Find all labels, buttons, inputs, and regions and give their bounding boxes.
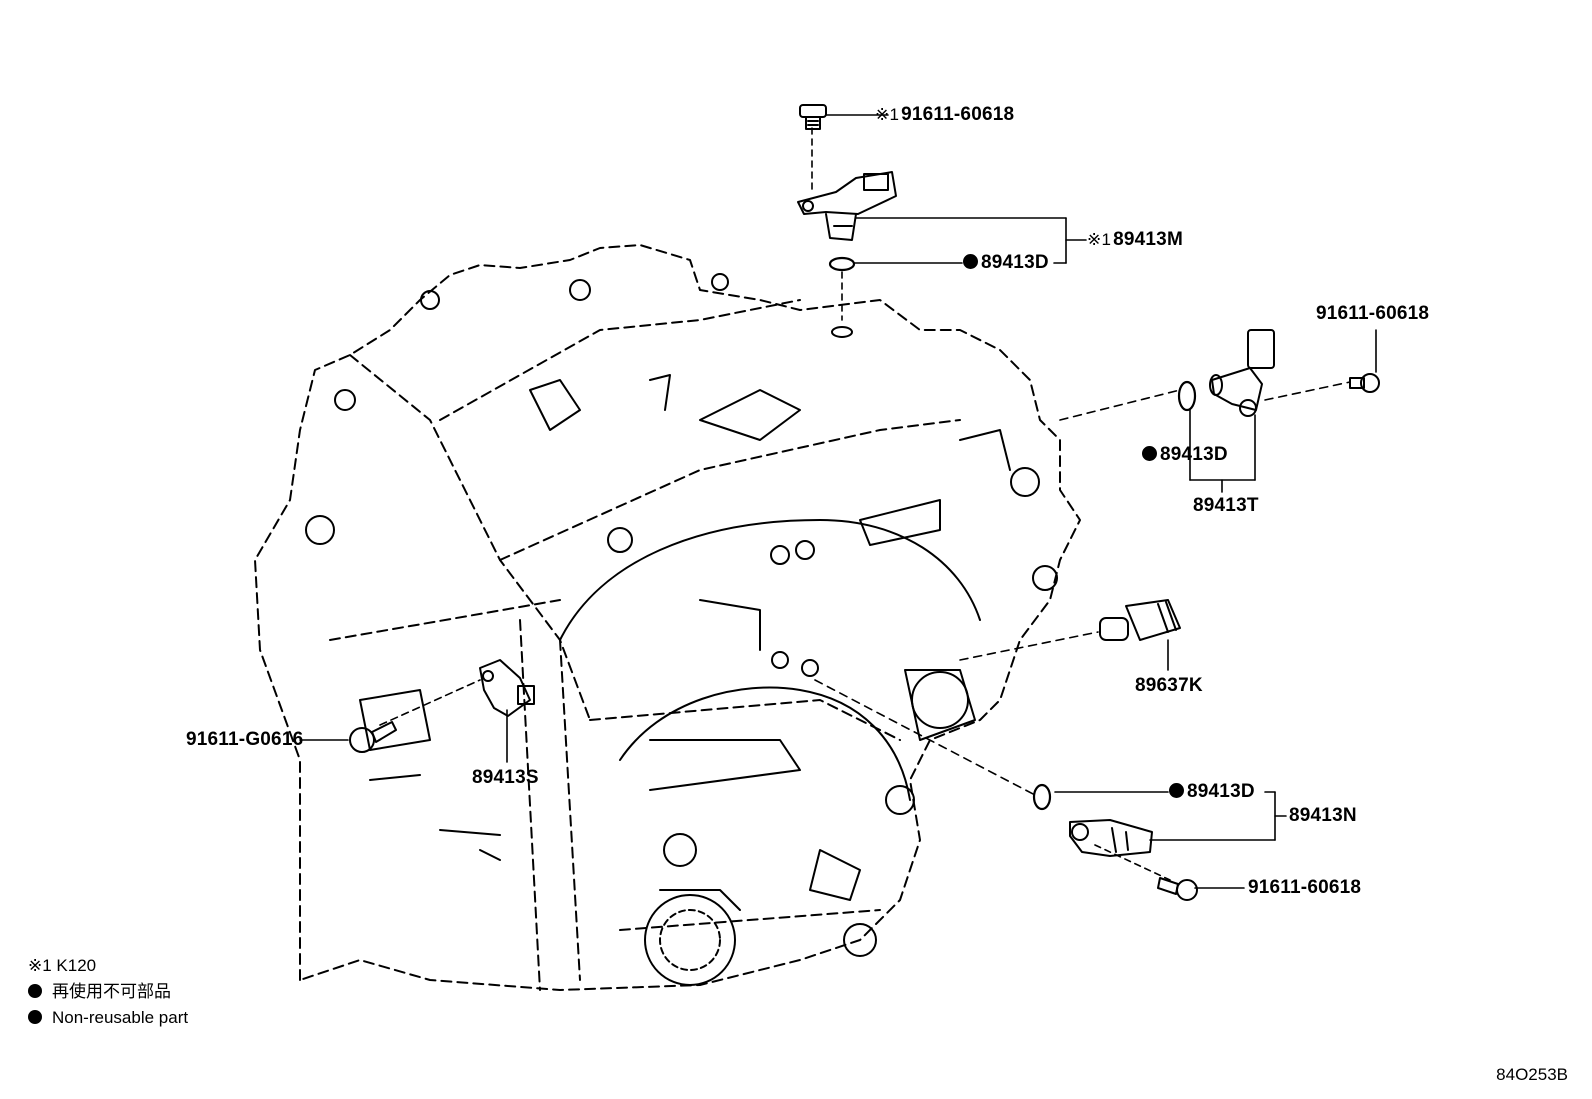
bolt-left [349,721,397,753]
legend-non-reusable-jp: 再使用不可部品 [28,982,171,1002]
sensor-89637K [1099,599,1181,641]
o-ring-lower [1032,783,1052,811]
part-number: 89637K [1135,675,1203,696]
leader-lines [299,114,1377,889]
part-number: 89413S [472,767,539,788]
legend-jp-text: 再使用不可部品 [52,982,171,1001]
transmission-housing [254,244,1081,991]
callout-bolt-lower: 91611-60618 [1248,877,1361,899]
callout-bolt-right: 91611-60618 [1316,303,1429,325]
sensor-89413S [479,659,535,717]
part-number: 91611-60618 [1316,303,1430,324]
part-number: 89413T [1193,495,1259,516]
callout-sensor-89637K: 89637K [1135,675,1203,697]
housing-details [305,273,1058,986]
legend-note-k120: ※1 K120 [28,956,96,976]
note-mark: ※1 [1087,230,1112,249]
part-number: 91611-60618 [1248,877,1362,898]
bolt-top [799,104,827,130]
sensor-89413M [797,171,897,241]
legend-en-text: Non-reusable part [52,1008,189,1027]
callout-sensor-89413T: 89413T [1193,495,1259,517]
diagram-code: 84O253B [1496,1065,1568,1084]
sensor-89413N [1069,819,1153,857]
o-ring-top [828,256,856,272]
legend-note-text: ※1 K120 [28,956,97,975]
callout-o-ring-right: 89413D [1142,444,1228,466]
non-reusable-dot-icon [28,984,42,998]
callout-sensor-89413S: 89413S [472,767,539,789]
sensor-89413T [1209,329,1275,417]
bolt-lower [1157,877,1198,901]
note-mark: ※1 [875,105,900,124]
non-reusable-dot-icon [1142,446,1157,461]
part-number: 89413N [1289,805,1357,826]
part-number: 91611-60618 [901,104,1015,125]
part-number: 91611-G0616 [186,729,304,750]
part-number: 89413M [1113,229,1183,250]
callout-o-ring-lower: 89413D [1169,781,1255,803]
sensor-hole-top [831,326,853,338]
legend-non-reusable-en: Non-reusable part [28,1008,188,1028]
part-number: 89413D [1160,444,1228,465]
callout-bolt-left: 91611-G0616 [186,729,303,751]
non-reusable-dot-icon [963,254,978,269]
part-number: 89413D [1187,781,1255,802]
callout-sensor-89413N: 89413N [1289,805,1357,827]
bolt-right [1349,373,1380,393]
part-number: 89413D [981,252,1049,273]
non-reusable-dot-icon [28,1010,42,1024]
o-ring-right [1177,380,1197,412]
callout-o-ring-top: 89413D [963,252,1049,274]
non-reusable-dot-icon [1169,783,1184,798]
